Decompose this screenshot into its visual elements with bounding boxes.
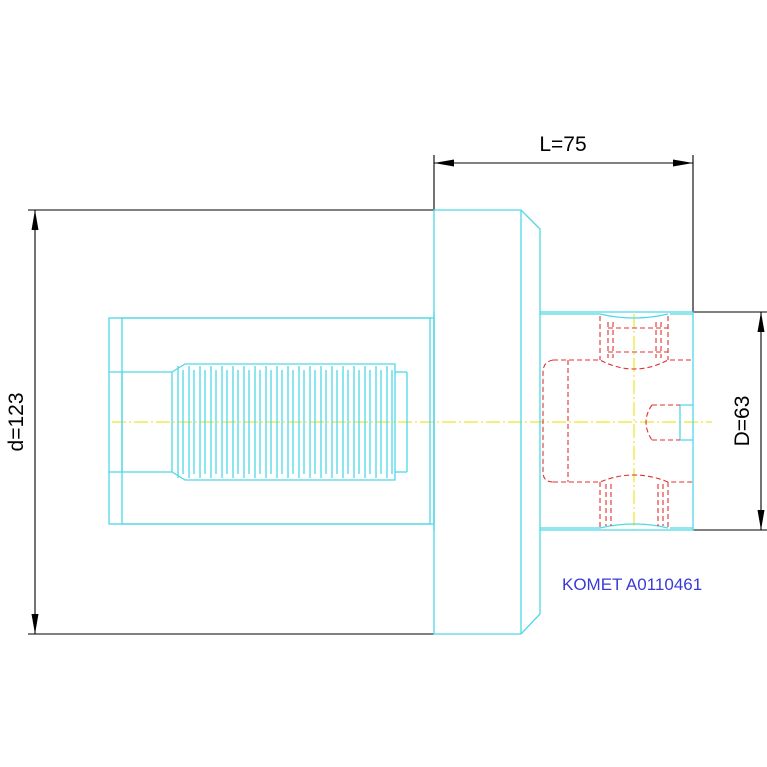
part-label: KOMET A0110461 — [562, 575, 702, 594]
dimension-lines — [28, 155, 767, 635]
bore-diameter-dimension-label: D=63 — [731, 396, 754, 447]
outer-diameter-dimension-label: d=123 — [5, 393, 28, 452]
length-dimension-label: L=75 — [539, 133, 586, 156]
hidden-features — [542, 316, 693, 528]
shank — [108, 317, 435, 525]
thread-lines — [177, 366, 393, 478]
center-lines — [112, 314, 712, 530]
right-hub — [540, 311, 694, 531]
